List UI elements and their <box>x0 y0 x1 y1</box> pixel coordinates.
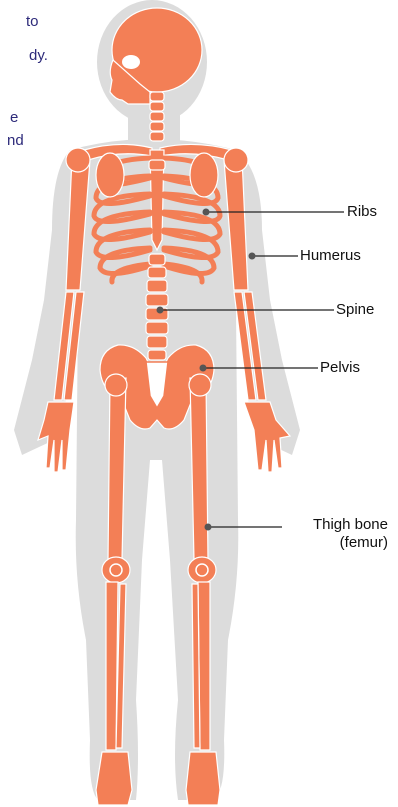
humerus-label: Humerus <box>300 247 361 265</box>
knee-left <box>102 557 130 583</box>
spine-label: Spine <box>336 301 374 319</box>
thigh-bone-label-line2: (femur) <box>284 534 388 552</box>
fibula-right <box>192 584 200 748</box>
neck-vertebrae <box>150 92 164 141</box>
scapula-right <box>190 153 218 197</box>
foot-right <box>186 752 220 805</box>
spine-dot <box>157 307 164 314</box>
knee-right <box>188 557 216 583</box>
skeleton <box>38 8 290 805</box>
pelvis-dot <box>200 365 207 372</box>
thigh-dot <box>205 524 212 531</box>
pelvis-label: Pelvis <box>320 359 360 377</box>
scapula-left <box>96 153 124 197</box>
foot-left <box>96 752 132 805</box>
humerus-dot <box>249 253 256 260</box>
ribs-label: Ribs <box>347 203 377 221</box>
thigh-bone-label: Thigh bone (femur) <box>284 516 388 552</box>
ribs-dot <box>203 209 210 216</box>
thigh-bone-label-line1: Thigh bone <box>284 516 388 534</box>
